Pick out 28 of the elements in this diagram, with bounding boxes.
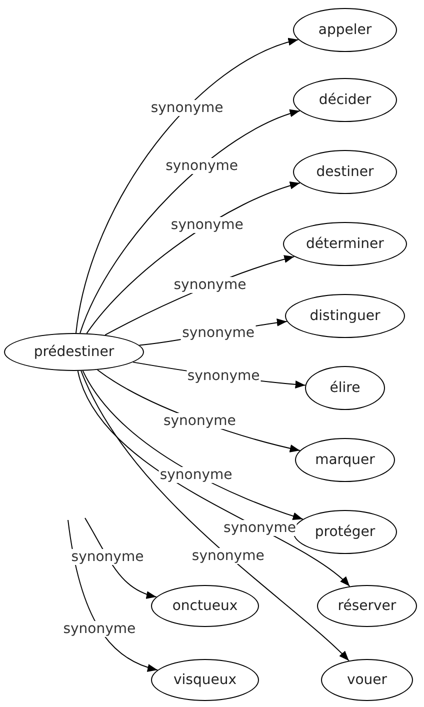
word-ellipse: réserver <box>317 585 417 627</box>
word-ellipse: marquer <box>295 438 395 482</box>
edge-label: synonyme <box>170 217 244 233</box>
arrow <box>80 370 350 662</box>
edge-label: synonyme <box>164 158 239 174</box>
edge-label: synonyme <box>181 324 256 341</box>
word-ellipse: destiner <box>293 150 397 194</box>
word-ellipse: appeler <box>293 8 397 52</box>
word-ellipse: prédestiner <box>4 333 144 371</box>
word-ellipse: vouer <box>321 659 413 701</box>
arrow <box>80 110 300 334</box>
word-ellipse: visqueux <box>151 659 259 701</box>
edge-label: synonyme <box>172 277 248 294</box>
word-ellipse: onctueux <box>151 585 259 627</box>
edge-label: synonyme <box>70 549 145 566</box>
word-ellipse: distinguer <box>285 294 405 338</box>
word-ellipse: déterminer <box>283 222 407 266</box>
edge-label: synonyme <box>222 520 297 536</box>
arrow <box>86 182 300 334</box>
word-ellipse: élire <box>305 366 385 410</box>
word-ellipse: décider <box>293 78 397 122</box>
edge-label: synonyme <box>190 548 266 564</box>
edge-label: synonyme <box>62 620 137 637</box>
edge-label: synonyme <box>186 368 261 384</box>
edge-label: synonyme <box>158 466 234 483</box>
arrow <box>76 38 299 334</box>
edge-label: synonyme <box>162 413 237 430</box>
edge-label: synonyme <box>150 100 224 116</box>
